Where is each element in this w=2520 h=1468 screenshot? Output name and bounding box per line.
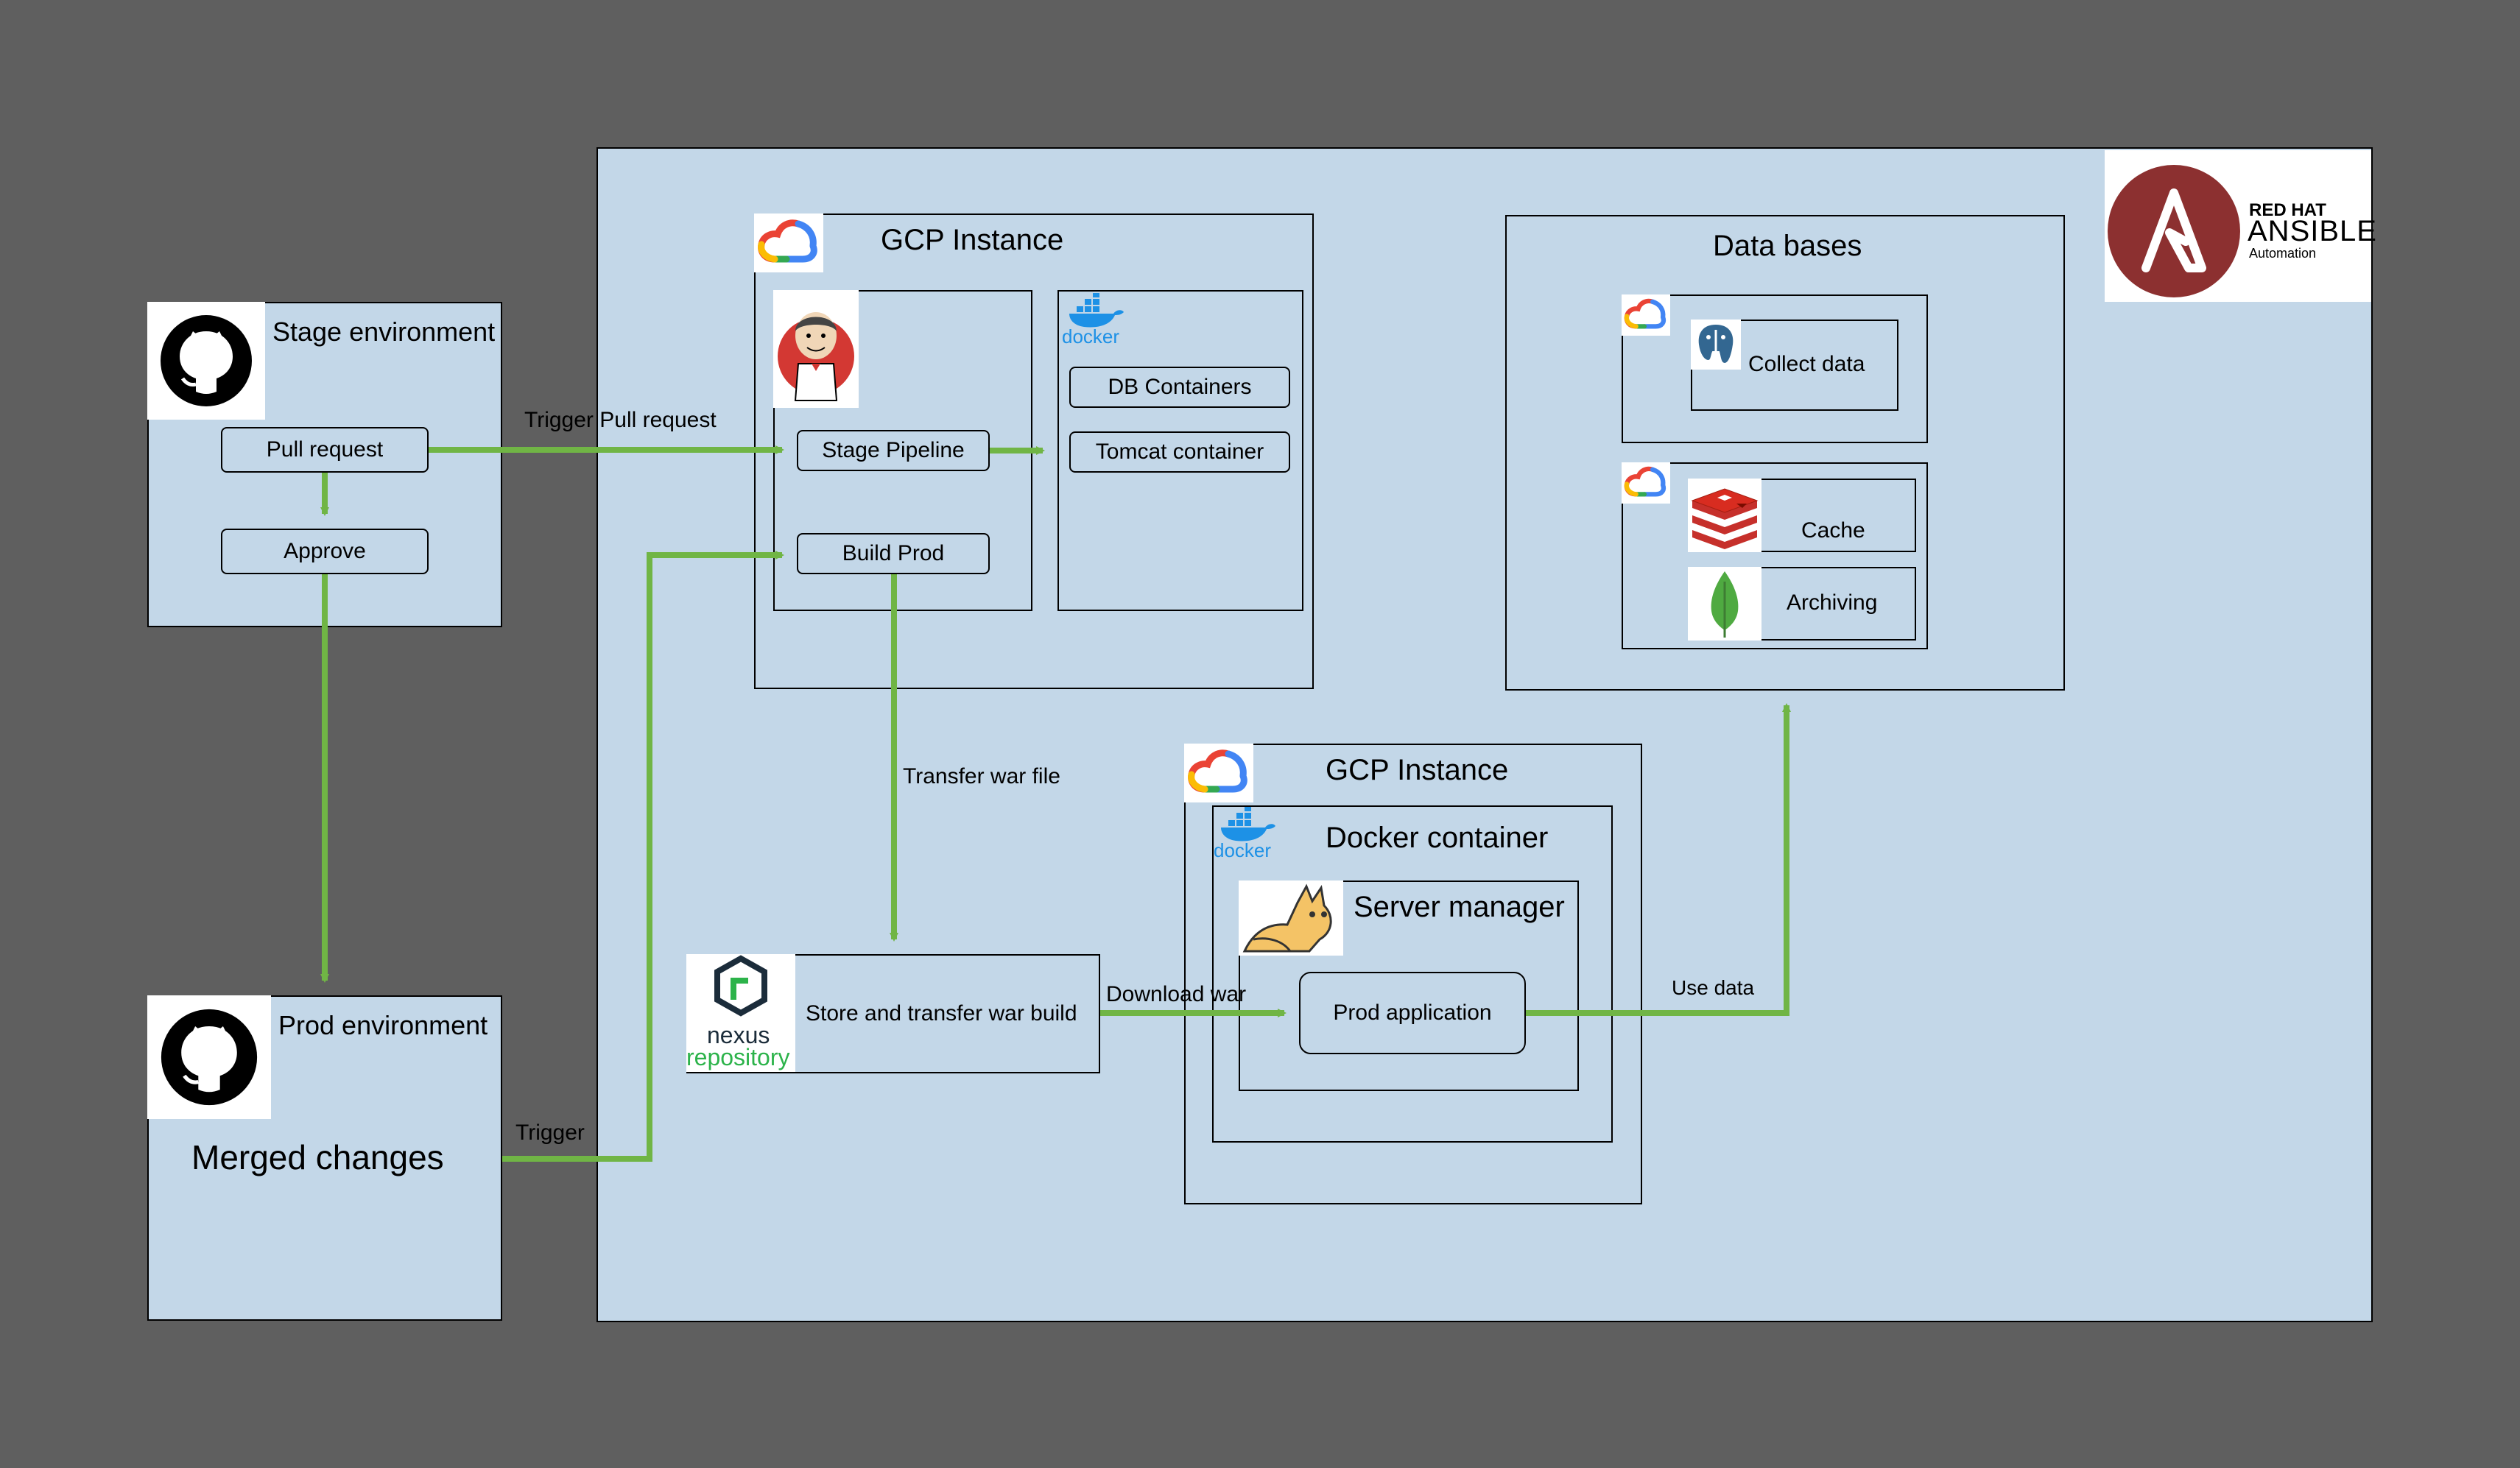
docker-group xyxy=(1057,290,1303,611)
prod-environment-title: Prod environment xyxy=(278,1010,488,1040)
db-containers-node[interactable]: DB Containers xyxy=(1069,367,1290,408)
mongodb-icon xyxy=(1688,567,1761,641)
github-icon xyxy=(147,302,265,420)
redis-icon xyxy=(1688,479,1761,552)
jenkins-icon xyxy=(773,290,859,408)
docker-container-title: Docker container xyxy=(1326,822,1549,854)
google-cloud-icon xyxy=(1184,744,1253,802)
build-prod-node[interactable]: Build Prod xyxy=(797,533,990,574)
databases-title: Data bases xyxy=(1713,230,1862,262)
github-icon xyxy=(147,995,271,1119)
edge-label-trigger: Trigger xyxy=(515,1121,585,1145)
google-cloud-icon xyxy=(1622,462,1670,504)
cache-label: Cache xyxy=(1801,518,1865,543)
edge-label-transfer-war: Transfer war file xyxy=(903,764,1060,788)
archiving-label: Archiving xyxy=(1787,590,1878,615)
ansible-redhat-text: RED HAT xyxy=(2249,200,2326,220)
tomcat-container-node[interactable]: Tomcat container xyxy=(1069,431,1290,473)
docker-icon: docker xyxy=(1060,292,1134,352)
stage-pipeline-node[interactable]: Stage Pipeline xyxy=(797,430,990,471)
edge-label-use-data: Use data xyxy=(1672,976,1755,999)
gcp-instance-1-title: GCP Instance xyxy=(881,224,1064,256)
nexus-logo-bottom: repository xyxy=(686,1044,790,1070)
edge-prod-app-to-databases xyxy=(1526,703,1791,1016)
server-manager-group xyxy=(1239,881,1579,1091)
nexus-repository-icon: nexus repository xyxy=(686,954,795,1072)
nexus-logo-top: nexus xyxy=(707,1022,770,1048)
ansible-name-text: ANSIBLE xyxy=(2248,215,2377,247)
server-manager-title: Server manager xyxy=(1354,891,1565,923)
edge-merged-to-build-prod xyxy=(502,551,784,1162)
edge-label-download-war: Download war xyxy=(1106,982,1247,1006)
edge-label-trigger-pull-request: Trigger Pull request xyxy=(524,408,717,432)
prod-application-node[interactable]: Prod application xyxy=(1299,972,1526,1054)
databases-panel xyxy=(1505,215,2065,691)
docker-wordmark: docker xyxy=(1062,325,1120,347)
ansible-logo: RED HAT ANSIBLE Automation xyxy=(2105,150,2376,302)
gcp-instance-2-title: GCP Instance xyxy=(1326,754,1509,786)
approve-node[interactable]: Approve xyxy=(221,529,429,574)
nexus-store-label: Store and transfer war build xyxy=(806,1001,1077,1026)
ansible-automation-text: Automation xyxy=(2249,246,2317,261)
db-group-1 xyxy=(1622,294,1928,443)
docker-icon: docker xyxy=(1212,805,1286,866)
tomcat-icon xyxy=(1239,881,1343,956)
pull-request-node[interactable]: Pull request xyxy=(221,427,429,473)
collect-data-label: Collect data xyxy=(1748,352,1865,376)
docker-container-group xyxy=(1212,805,1613,1143)
google-cloud-icon xyxy=(754,214,823,272)
postgresql-icon xyxy=(1691,320,1741,370)
gcp-instance-2 xyxy=(1184,744,1642,1204)
db-group-2 xyxy=(1622,462,1928,649)
stage-environment-title: Stage environment xyxy=(272,317,496,347)
merged-changes-label: Merged changes xyxy=(191,1138,444,1176)
google-cloud-icon xyxy=(1622,294,1670,336)
docker-wordmark: docker xyxy=(1214,839,1272,861)
